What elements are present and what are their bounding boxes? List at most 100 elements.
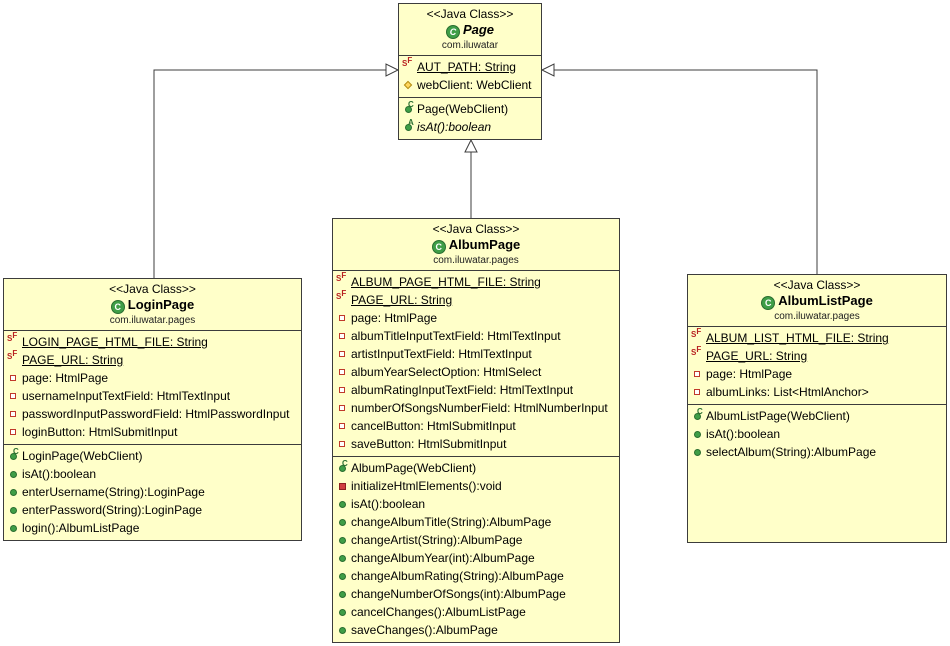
field-row: albumYearSelectOption: HtmlSelect [333, 363, 619, 381]
stereotype-label: <<Java Class>> [432, 222, 520, 236]
private-icon [339, 351, 345, 357]
private-icon [10, 411, 16, 417]
class-name: LoginPage [127, 297, 195, 312]
class-icon: C [761, 296, 776, 310]
public-icon [339, 465, 346, 472]
private-icon [339, 441, 345, 447]
method-row: changeAlbumYear(int):AlbumPage [333, 549, 619, 567]
method-row: initializeHtmlElements():void [333, 477, 619, 495]
arrow-albumlistpage-page [540, 63, 555, 77]
static-final-icon: SF [336, 289, 347, 301]
class-icon: C [431, 240, 446, 254]
public-icon [339, 609, 346, 616]
stereotype-label: <<Java Class>> [426, 7, 514, 21]
static-final-icon: SF [336, 271, 347, 283]
field-row: page: HtmlPage [4, 369, 301, 387]
edge-loginpage-page [153, 69, 398, 278]
field-row: usernameInputTextField: HtmlTextInput [4, 387, 301, 405]
stereotype-label: <<Java Class>> [109, 282, 196, 296]
private-icon [339, 387, 345, 393]
method-row: saveChanges():AlbumPage [333, 621, 619, 639]
public-icon [339, 537, 346, 544]
stereotype-label: <<Java Class>> [773, 278, 861, 292]
private-icon [339, 369, 345, 375]
public-icon [339, 591, 346, 598]
method-row: isAt():boolean [688, 425, 946, 443]
arrow-loginpage-page [385, 63, 400, 77]
field-row: numberOfSongsNumberField: HtmlNumberInpu… [333, 399, 619, 417]
method-row: login():AlbumListPage [4, 519, 301, 537]
class-icon: C [110, 300, 125, 314]
field-row: albumLinks: List<HtmlAnchor> [688, 383, 946, 401]
public-icon [10, 453, 17, 460]
public-icon [694, 431, 701, 438]
public-icon [339, 501, 346, 508]
abstract-class-icon: C [445, 25, 460, 39]
private-icon [339, 423, 345, 429]
method-row: selectAlbum(String):AlbumPage [688, 443, 946, 461]
field-row: page: HtmlPage [688, 365, 946, 383]
method-row: isAt():boolean [333, 495, 619, 513]
public-icon [694, 449, 701, 456]
static-final-icon: SF [7, 331, 18, 343]
class-name: AlbumListPage [778, 293, 873, 308]
protected-icon [403, 80, 413, 90]
public-icon [339, 519, 346, 526]
package-label: com.iluwatar.pages [774, 311, 860, 322]
method-row: changeAlbumRating(String):AlbumPage [333, 567, 619, 585]
public-icon [339, 627, 346, 634]
static-final-icon: SF [402, 56, 413, 68]
public-icon [405, 124, 412, 131]
package-label: com.iluwatar.pages [433, 255, 519, 266]
method-row: enterUsername(String):LoginPage [4, 483, 301, 501]
field-row: albumTitleInputTextField: HtmlTextInput [333, 327, 619, 345]
private-icon [694, 389, 700, 395]
field-row: webClient: WebClient [399, 76, 541, 94]
static-final-icon: SF [7, 349, 18, 361]
public-icon [10, 507, 17, 514]
method-row: isAt():boolean [4, 465, 301, 483]
private-method-icon [339, 483, 346, 490]
arrow-albumpage-page [464, 138, 478, 153]
public-icon [10, 471, 17, 478]
method-row: changeNumberOfSongs(int):AlbumPage [333, 585, 619, 603]
field-row: page: HtmlPage [333, 309, 619, 327]
private-icon [10, 375, 16, 381]
field-row: saveButton: HtmlSubmitInput [333, 435, 619, 453]
class-name: AlbumPage [448, 237, 521, 252]
field-row: passwordInputPasswordField: HtmlPassword… [4, 405, 301, 423]
public-icon [405, 106, 412, 113]
public-icon [339, 573, 346, 580]
package-label: com.iluwatar.pages [109, 315, 196, 326]
method-row: cancelChanges():AlbumListPage [333, 603, 619, 621]
private-icon [694, 371, 700, 377]
private-icon [10, 429, 16, 435]
method-row: changeArtist(String):AlbumPage [333, 531, 619, 549]
